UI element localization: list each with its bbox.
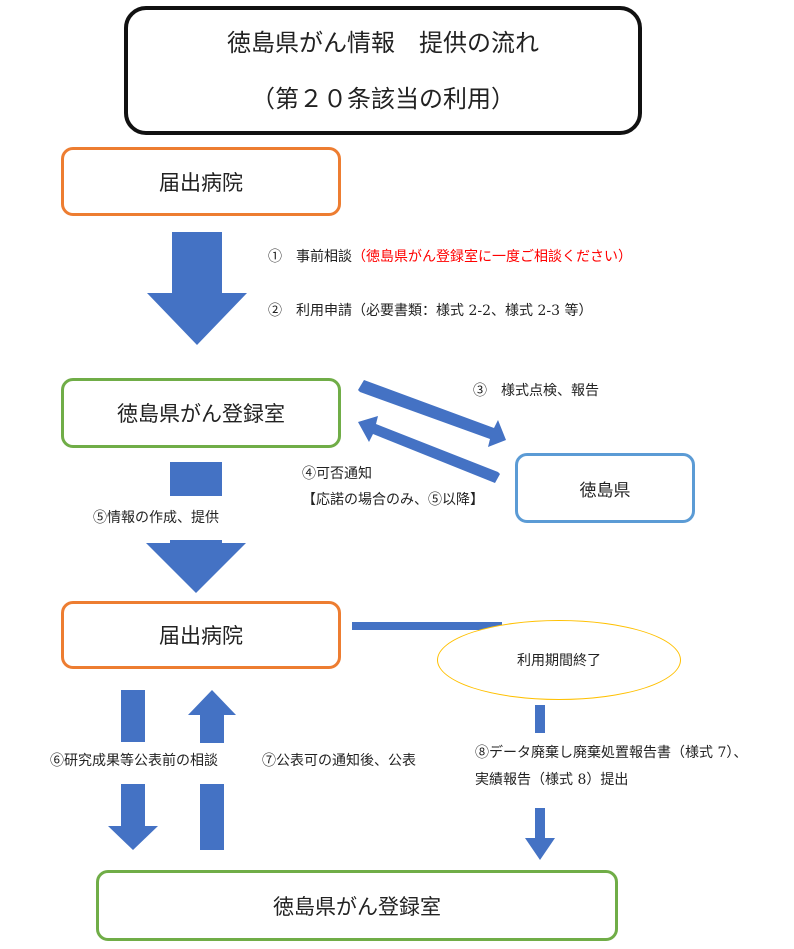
arrow-to-prefecture [358,380,506,447]
step4-note: 【応諾の場合のみ、⑤以降】 [302,492,484,508]
title-box: 徳島県がん情報 提供の流れ （第２０条該当の利用） [124,6,642,135]
down-arrow-8-stem [535,705,545,733]
connector-line [352,622,502,630]
up-arrow-7-head [188,690,236,743]
step4-label: ④可否通知 [302,466,372,482]
step8-line2: 実績報告（様式 8）提出 [475,772,629,788]
step1-label: ① 事前相談（徳島県がん登録室に一度ご相談ください） [268,247,632,267]
step2-label: ② 利用申請（必要書類：様式 2-2、様式 2-3 等） [268,303,593,319]
down-arrow-5-stem [170,462,222,496]
step3-label: ③ 様式点検、報告 [473,383,599,399]
arrow-to-registry [358,416,500,483]
down-arrow-5-head [146,540,246,593]
registry-mid-box: 徳島県がん登録室 [61,378,341,448]
step5-label: ⑤情報の作成、提供 [93,510,219,526]
down-arrow-6-head [108,784,158,850]
hospital-top-box: 届出病院 [61,147,341,216]
down-arrow-6-stem [121,690,145,742]
up-arrow-7-stem [200,784,224,850]
step1-note: （徳島県がん登録室に一度ご相談ください） [352,249,632,265]
usage-end-ellipse: 利用期間終了 [437,620,681,700]
step1-text: ① 事前相談 [268,249,352,265]
title-line2: （第２０条該当の利用） [251,84,515,113]
down-arrow-1 [147,232,247,345]
step6-label: ⑥研究成果等公表前の相談 [50,753,218,769]
prefecture-box: 徳島県 [515,453,695,523]
down-arrow-8-head [525,808,555,860]
step7-label: ⑦公表可の通知後、公表 [262,753,416,769]
title-line1: 徳島県がん情報 提供の流れ [227,28,539,57]
hospital-mid-box: 届出病院 [61,601,341,669]
registry-bottom-box: 徳島県がん登録室 [96,870,618,941]
step8-line1: ⑧データ廃棄し廃棄処置報告書（様式 7）、 [475,745,748,761]
